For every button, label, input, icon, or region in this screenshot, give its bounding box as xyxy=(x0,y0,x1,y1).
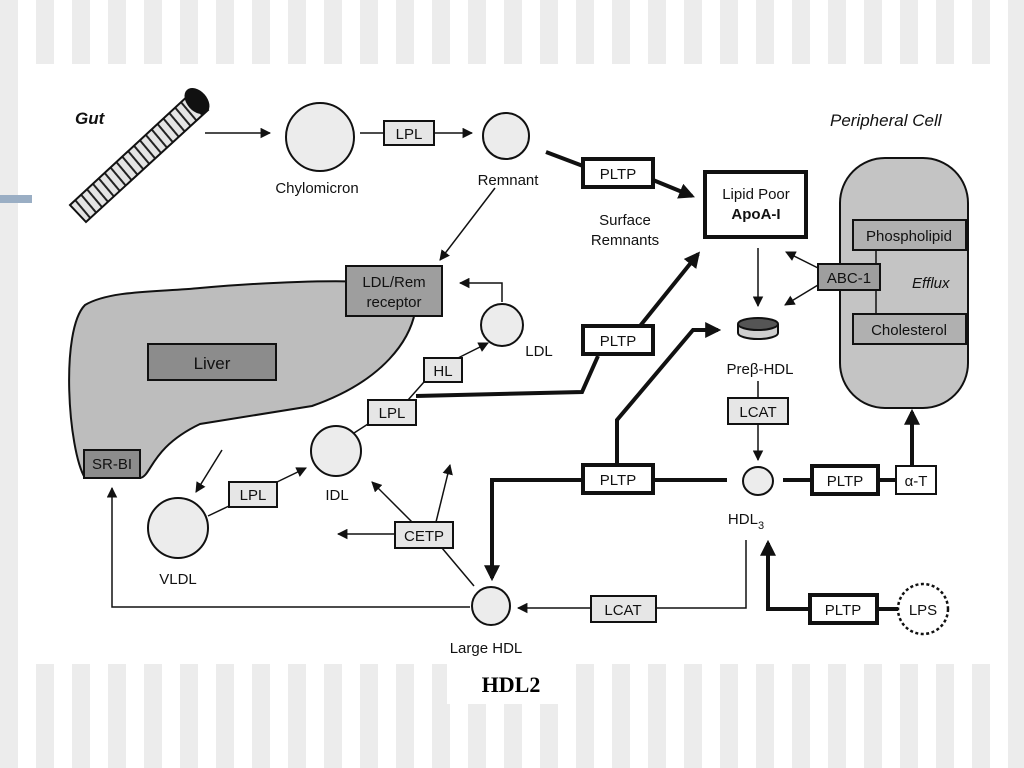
ldl-rem-receptor-box xyxy=(345,265,443,317)
gut-intestine-icon xyxy=(68,87,210,224)
vldl-particle xyxy=(147,497,209,559)
liver-label: Liver xyxy=(194,354,231,373)
peripheral-cell-label: Peripheral Cell xyxy=(830,111,943,130)
pltp-to-prebeta-arrow xyxy=(615,322,722,465)
cetp-to-idl-arrow xyxy=(371,481,413,523)
cholesterol-box xyxy=(852,313,967,345)
lpl-box-low xyxy=(228,481,278,508)
large-hdl-particle xyxy=(471,586,511,626)
large-hdl-label: Large HDL xyxy=(450,640,523,657)
pltp-box-mid xyxy=(581,324,655,356)
surface-remnants-label-2: Remnants xyxy=(591,232,659,249)
phospholipid-box xyxy=(852,219,967,251)
pltp-box-top xyxy=(581,157,655,189)
pltp-label-top: PLTP xyxy=(600,166,636,183)
lcat-box-mid xyxy=(727,397,789,425)
idl-label: IDL xyxy=(325,487,348,504)
abc1-transporter xyxy=(817,263,881,291)
remnant-particle xyxy=(482,112,530,160)
liver-box xyxy=(147,343,277,381)
lcat-label-mid: LCAT xyxy=(739,404,776,421)
pltp-to-large-hdl-arrow xyxy=(484,478,583,582)
lps-label: LPS xyxy=(909,602,937,619)
vldl-label: VLDL xyxy=(159,571,197,588)
receptor-label: receptor xyxy=(366,294,421,311)
lpl-box-mid xyxy=(367,399,417,426)
ldl-particle xyxy=(480,303,524,347)
caption-hdl2: HDL2 xyxy=(481,672,541,697)
apoa1-label: ApoA-I xyxy=(731,206,780,223)
lcat-box-low xyxy=(590,595,657,623)
liver-to-vldl-arrow xyxy=(195,449,223,493)
lipid-poor-apoa1-box xyxy=(703,170,808,239)
phospholipid-label: Phospholipid xyxy=(866,228,952,245)
surface-remnants-label-1: Surface xyxy=(599,212,651,229)
pltp-label-bottom: PLTP xyxy=(825,602,861,619)
pltp-label-center: PLTP xyxy=(600,472,636,489)
cetp-box xyxy=(394,521,454,549)
gut-label: Gut xyxy=(75,109,106,128)
sr-bi-label: SR-BI xyxy=(92,456,132,473)
hdl3-label: HDL3 xyxy=(728,511,764,532)
ldl-label: LDL xyxy=(525,343,553,360)
abc1-to-prebeta-arrow xyxy=(784,284,819,306)
lipid-poor-label: Lipid Poor xyxy=(722,186,790,203)
pltp-to-apoa1-arrow xyxy=(652,178,695,199)
large-hdl-to-sr-bi-arrow xyxy=(106,486,470,608)
lpl-label-mid: LPL xyxy=(379,405,406,422)
lcat-label-low: LCAT xyxy=(604,602,641,619)
ldl-rem-label: LDL/Rem xyxy=(362,274,425,291)
sr-bi-box xyxy=(83,449,141,479)
hdl3-particle xyxy=(742,466,774,496)
ldl-to-receptor-arrow xyxy=(458,277,503,302)
cetp-label: CETP xyxy=(404,528,444,545)
hl-box xyxy=(423,357,463,383)
cholesterol-label: Cholesterol xyxy=(871,322,947,339)
idl-particle xyxy=(310,425,362,477)
remnant-label: Remnant xyxy=(478,172,540,189)
alpha-t-label: α-T xyxy=(905,473,928,490)
alpha-t-box xyxy=(895,465,937,495)
pltp-box-bottom xyxy=(808,593,879,625)
chylomicron-label: Chylomicron xyxy=(275,180,358,197)
pltp-to-hdl3-arrow xyxy=(760,539,810,611)
remnant-to-receptor-arrow xyxy=(439,187,496,261)
cetp-to-ldl-arrow xyxy=(435,463,453,523)
abc1-label: ABC-1 xyxy=(827,270,871,287)
pltp-label-mid: PLTP xyxy=(600,333,636,350)
abc1-to-apoa1-arrow xyxy=(785,251,819,269)
prebeta-hdl-disc xyxy=(737,317,779,340)
lpl-label-top: LPL xyxy=(396,126,423,143)
efflux-label: Efflux xyxy=(912,275,950,292)
chylomicron-particle xyxy=(285,102,355,172)
pltp-label-right: PLTP xyxy=(827,473,863,490)
pltp-box-right xyxy=(810,464,880,496)
hl-to-ldl-arrow xyxy=(457,342,489,359)
hl-label: HL xyxy=(433,363,452,380)
caption-box: HDL2 xyxy=(447,664,575,704)
pltp-to-apoa1-from-idl-arrow xyxy=(638,251,701,328)
prebeta-hdl-label: Preβ-HDL xyxy=(727,361,794,378)
lpl-to-idl-arrow xyxy=(276,467,307,483)
lpl-label-low: LPL xyxy=(240,487,267,504)
